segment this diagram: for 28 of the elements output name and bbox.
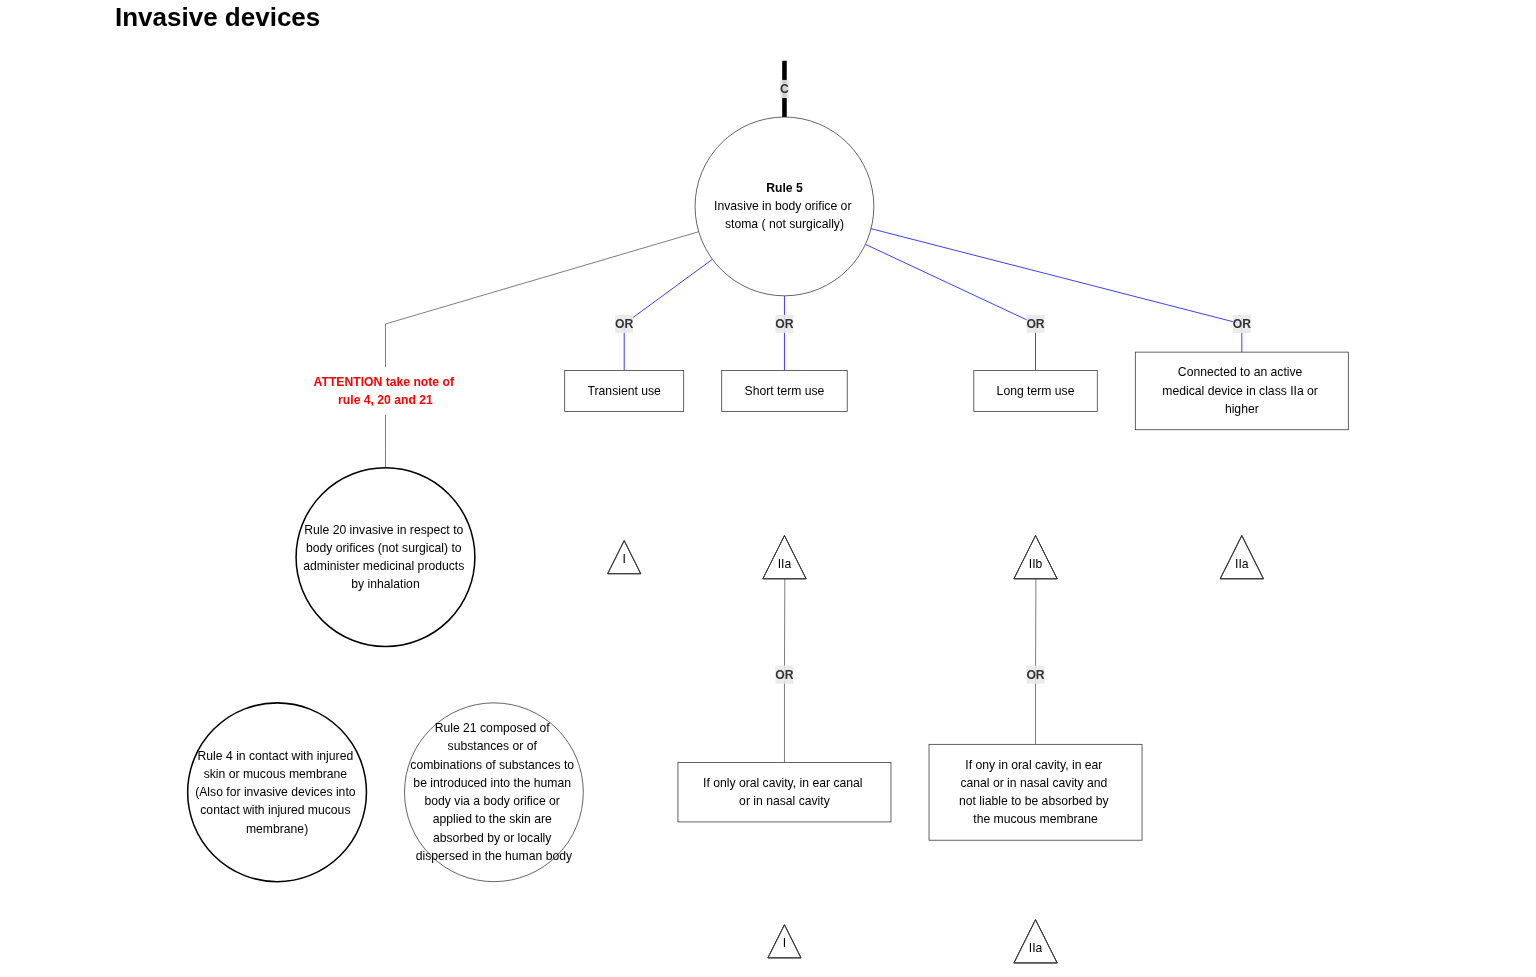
node-circle: Rule 4 in contact with injured skin or mucous membrane (Also for invasive devices into contact with injured mucous membrane) [186,702,368,883]
edge-label: OR [775,317,794,331]
node-box: If only oral cavity, in ear canal or in nasal cavity [677,762,892,823]
connector [865,243,1036,371]
edge-label: OR [1026,317,1045,331]
connector [385,231,700,368]
connector [870,228,1243,353]
node-box: If ony in oral cavity, in ear canal or in nasal cavity and not liable to be absorbed by the mucous membrane [928,743,1143,841]
edge-label: OR [615,317,634,331]
edge-label: C [780,82,789,95]
edge-label: OR [1026,667,1045,681]
node-box: Short term use [721,370,848,412]
connector [1035,578,1037,745]
connector [782,60,787,118]
node-circle: Rule 21 composed of substances or of combinations of substances to be introduced into the human body via a body orifice or applied to the skin are absorbed by or locally dispersed in the human body [404,702,584,883]
connector [385,414,386,469]
connector [784,578,786,763]
node-text: ATTENTION take note of rule 4, 20 and 21 [313,374,454,407]
diagram-title: Invasive devices [115,2,321,33]
node-circle: Rule 20 invasive in respect to body orifices (not surgical) to administer medicinal products by inhalation [295,467,476,648]
edge-label: OR [775,667,794,681]
node-box: Long term use [973,370,1098,412]
connector [784,295,785,371]
connector [623,258,713,371]
node-box: Connected to an active medical device in class IIa or higher [1134,351,1349,431]
node-box: Transient use [564,370,685,412]
edge-label: OR [1232,317,1251,331]
node-circle: Rule 5 Invasive in body orifice or stoma ( not surgically) [694,116,875,297]
